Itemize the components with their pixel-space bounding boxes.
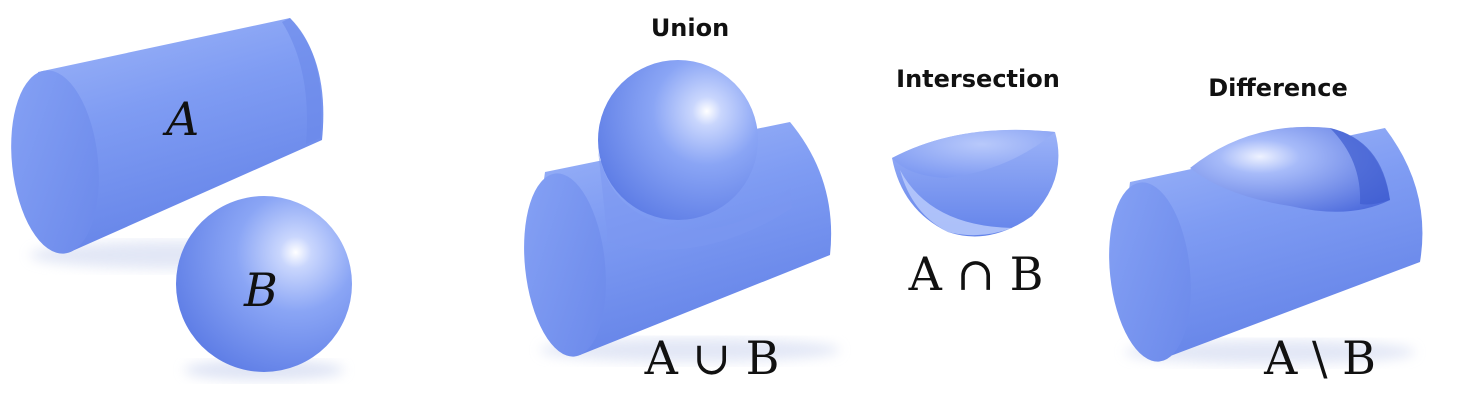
input-cylinder-a: A bbox=[11, 18, 330, 269]
intersection-heading: Intersection bbox=[896, 65, 1060, 93]
cylinder-label: A bbox=[162, 92, 199, 146]
sphere-label: B bbox=[243, 263, 278, 317]
union-heading: Union bbox=[651, 14, 729, 42]
difference-panel: Difference A \ B bbox=[1109, 74, 1423, 385]
difference-heading: Difference bbox=[1208, 74, 1348, 102]
difference-expression: A \ B bbox=[1263, 331, 1376, 385]
input-sphere-b: B bbox=[176, 196, 352, 380]
union-panel: Union A ∪ B bbox=[524, 14, 840, 385]
intersection-expression: A ∩ B bbox=[908, 247, 1044, 301]
union-expression: A ∪ B bbox=[644, 331, 780, 385]
intersection-panel: Intersection A ∩ B bbox=[892, 65, 1060, 301]
